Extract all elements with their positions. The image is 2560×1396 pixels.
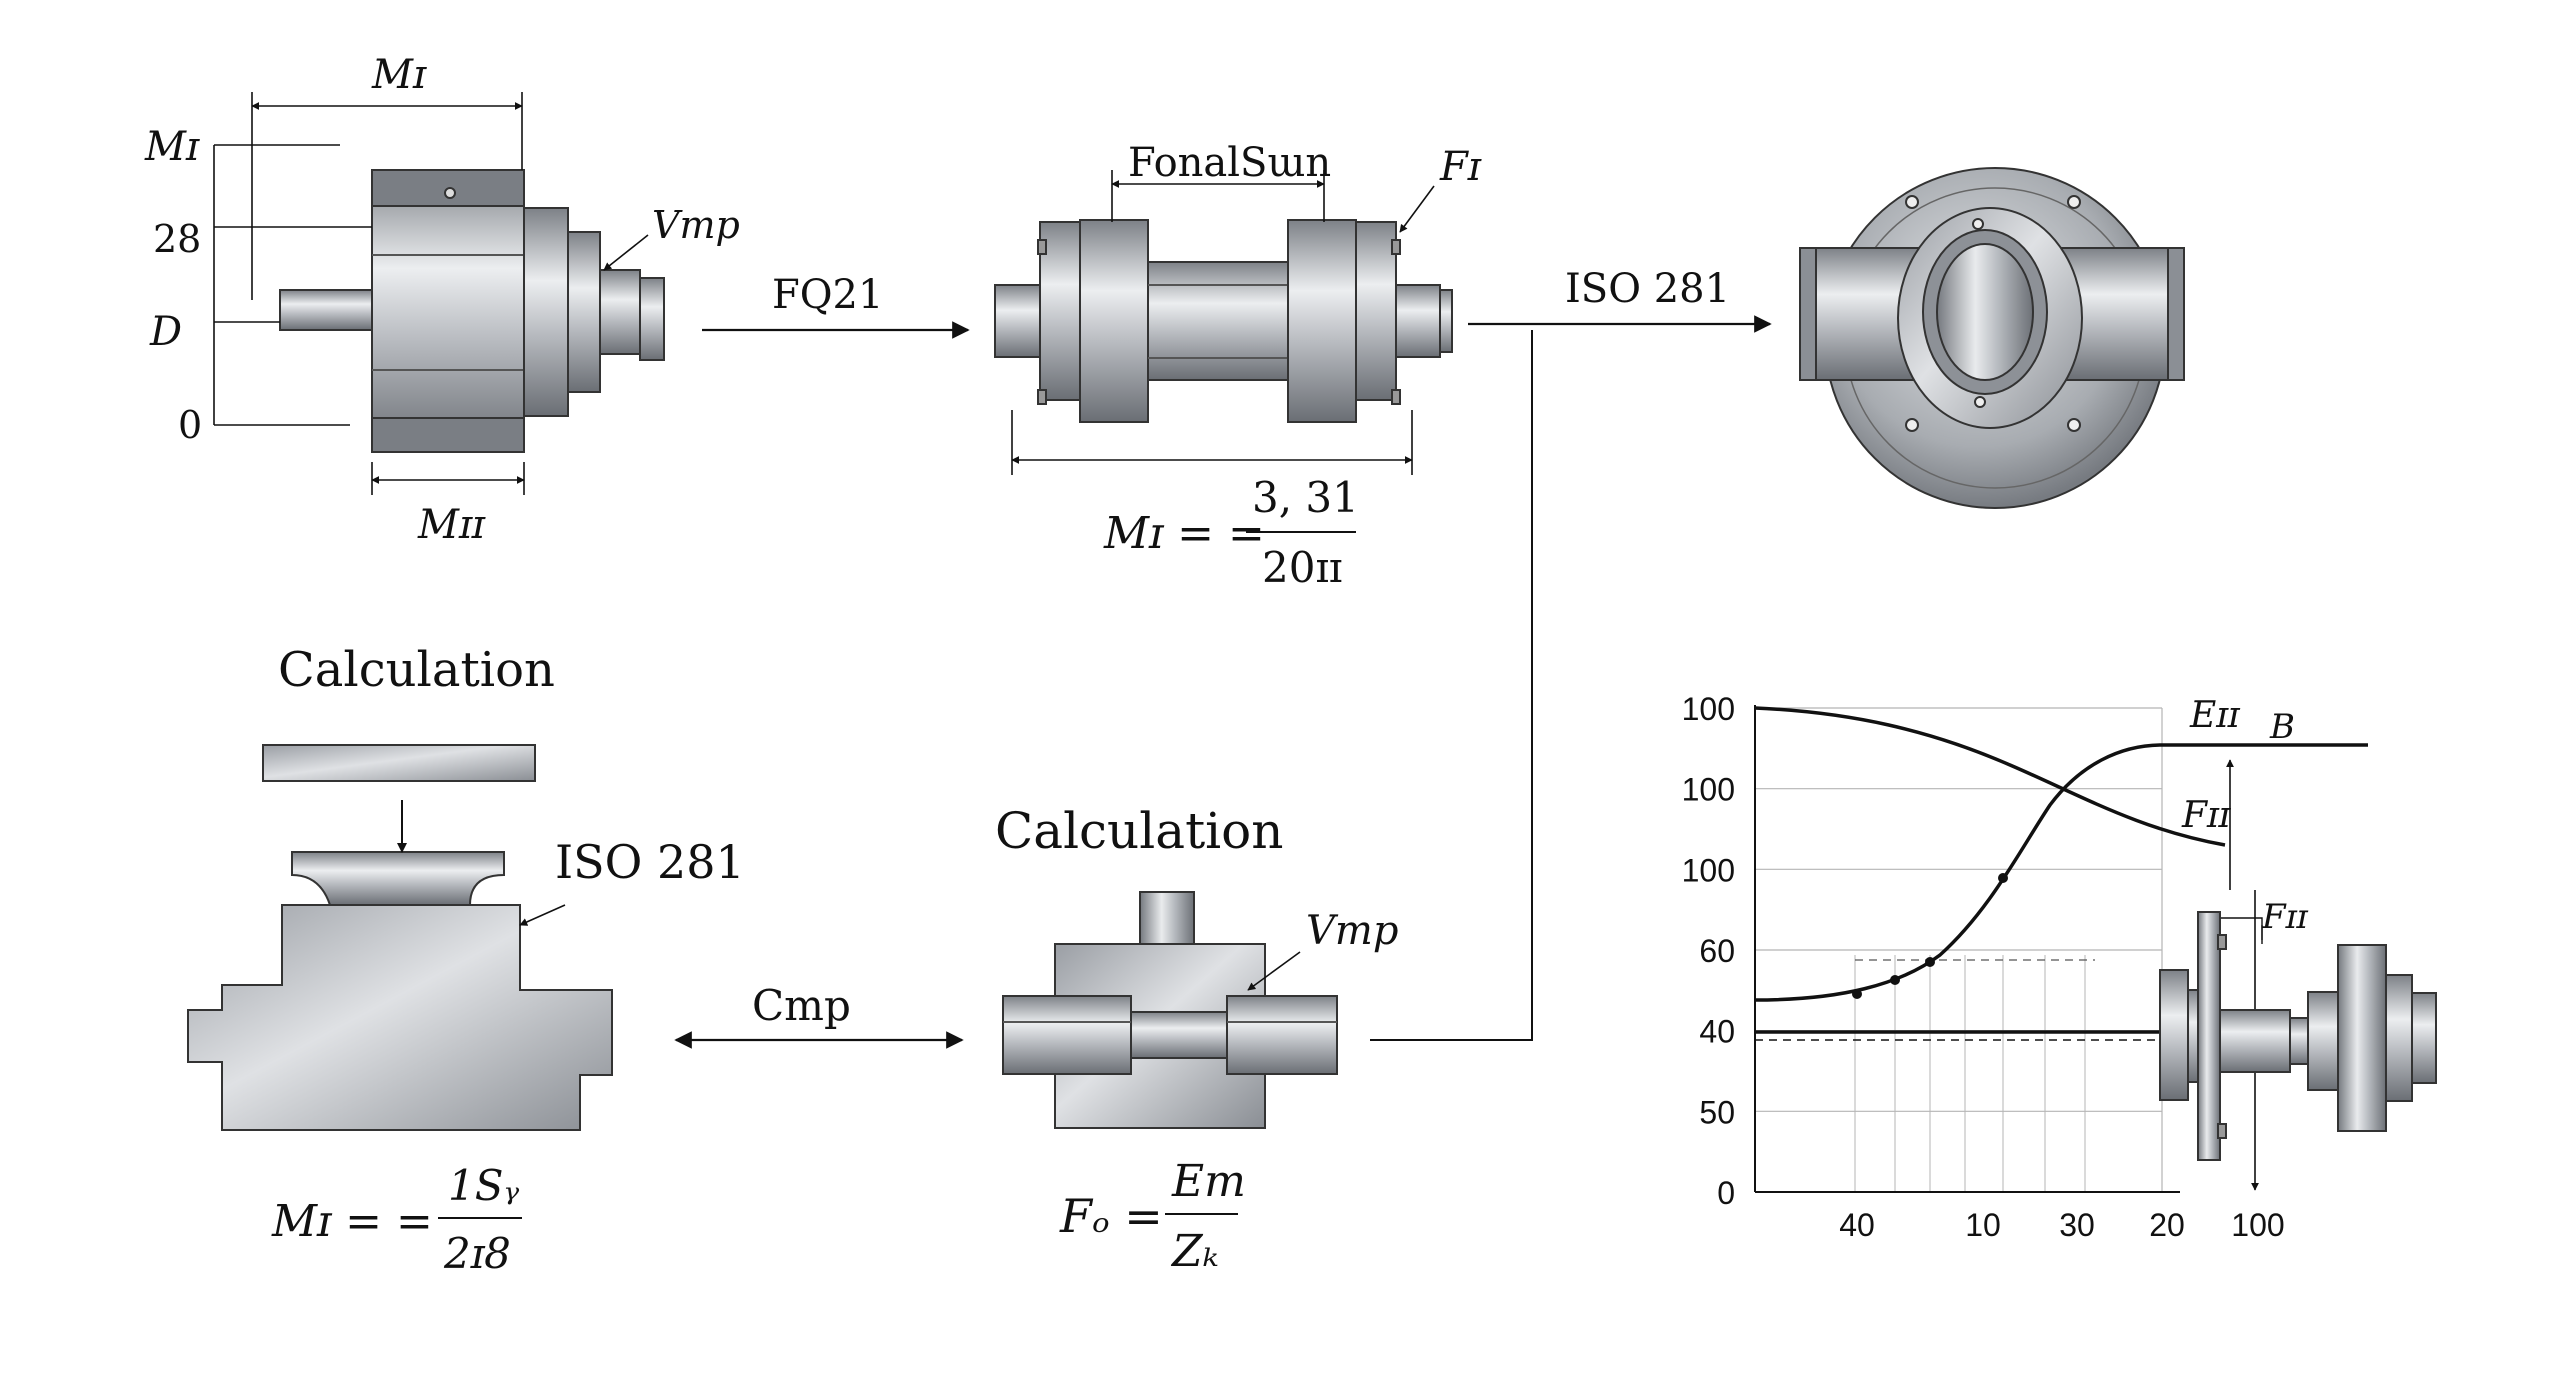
chart-point <box>1925 957 1935 967</box>
section-2-part <box>1002 891 1338 1129</box>
chart-y-ticks: 100 100 100 60 40 50 0 <box>1682 691 1735 1211</box>
chart-shaft-assembly <box>2159 911 2437 1161</box>
assembly-1-dim-top: Mɪ <box>371 52 427 98</box>
chart-y-tick-label: 50 <box>1699 1094 1735 1130</box>
chart-curve-label: Eɪɪ <box>2189 695 2241 736</box>
assembly-1-dim-d: D <box>149 309 182 355</box>
chart-x-ticks: 40 10 30 20 100 <box>1839 1207 2284 1243</box>
chart-x-tick-label: 40 <box>1839 1207 1875 1243</box>
assembly-2-formula-lhs: Mɪ = = <box>1103 508 1265 559</box>
chart-y-tick-label: 60 <box>1699 933 1735 969</box>
chart-point <box>1998 873 2008 883</box>
section-1-formula-lhs: Mɪ = = <box>271 1196 433 1247</box>
chart-curve-decreasing <box>1754 706 2226 847</box>
section-1-formula: Mɪ = = 1Sᵧ 2ɪ8 <box>271 1161 522 1278</box>
assembly-2-formula-num: 3, 31 <box>1252 473 1359 522</box>
section-2-callout: Vmp <box>1306 908 1398 954</box>
arrow-2-label: ISO 281 <box>1565 266 1730 312</box>
chart-curve-label: B <box>2269 707 2295 747</box>
assembly-2-dim-top: FonalSɯn <box>1128 140 1331 186</box>
section-2-formula: Fₒ = Em Zₖ <box>1059 1156 1246 1277</box>
assembly-2-formula: Mɪ = = 3, 31 20ɪɪ <box>1103 473 1359 592</box>
chart-curve-label: Fɪɪ <box>2181 795 2231 836</box>
chart-point <box>1852 989 1862 999</box>
section-2-formula-den: Zₖ <box>1170 1226 1219 1277</box>
assembly-1-dim-28: 28 <box>153 217 201 261</box>
assembly-2-dimensions <box>1011 170 1435 475</box>
assembly-1-dim-0: 0 <box>178 403 202 447</box>
chart-curve-rising <box>1754 743 2368 1002</box>
chart-point <box>1890 975 1900 985</box>
chart-bracket <box>2220 917 2263 944</box>
chart-x-tick-label: 20 <box>2149 1207 2185 1243</box>
chart-x-tick-label: 100 <box>2231 1207 2284 1243</box>
section-2-formula-num: Em <box>1171 1156 1246 1207</box>
assembly-1-dim-left-top: Mɪ <box>144 124 200 170</box>
assembly-1-dim-bottom: Mɪɪ <box>417 502 486 548</box>
section-1-leader <box>519 904 566 926</box>
section-1-formula-den: 2ɪ8 <box>443 1229 511 1278</box>
section-1-part <box>187 744 613 1131</box>
chart-y-tick-label: 100 <box>1682 852 1735 888</box>
assembly-3-flange <box>1799 167 2185 509</box>
chart: 100 100 100 60 40 50 0 40 10 30 20 100 Eɪɪ B Fɪɪ F… <box>1682 691 2368 1243</box>
chart-x-tick-label: 10 <box>1965 1207 2001 1243</box>
section-2-title: Calculation <box>995 802 1283 860</box>
assembly-2 <box>994 219 1453 423</box>
chart-y-tick-label: 100 <box>1682 691 1735 727</box>
assembly-2-formula-den: 20ɪɪ <box>1262 543 1342 592</box>
chart-grid <box>1755 707 2163 1192</box>
section-1-title: Calculation <box>278 642 555 698</box>
double-arrow-label: Cmp <box>752 981 851 1030</box>
assembly-2-callout: Fɪ <box>1439 144 1482 190</box>
chart-x-tick-label: 30 <box>2059 1207 2095 1243</box>
assembly-1-dimensions <box>213 92 649 495</box>
connector-line <box>1370 330 1533 1041</box>
arrow-1-label: FQ21 <box>772 272 883 318</box>
chart-y-tick-label: 0 <box>1717 1175 1735 1211</box>
assembly-1-callout: Vmp <box>652 203 740 247</box>
chart-y-tick-label: 40 <box>1699 1014 1735 1050</box>
section-1-callout: ISO 281 <box>555 835 745 889</box>
section-2-leader <box>1247 951 1301 991</box>
chart-curve-label: Fɪɪ <box>2261 897 2308 937</box>
section-2-formula-lhs: Fₒ = <box>1059 1189 1163 1243</box>
assembly-1 <box>279 169 665 453</box>
chart-y-tick-label: 100 <box>1682 772 1735 808</box>
section-1-formula-num: 1Sᵧ <box>448 1161 519 1210</box>
